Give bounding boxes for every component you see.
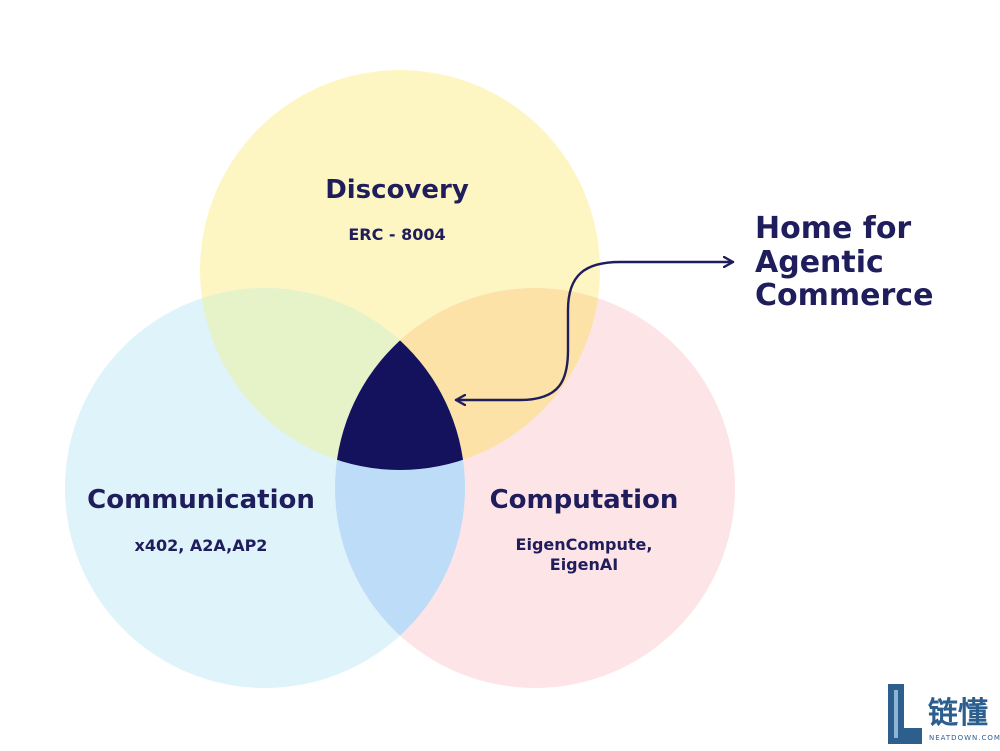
callout-line-1: Home for bbox=[755, 211, 911, 246]
communication-title: Communication bbox=[87, 485, 315, 515]
computation-subtitle-line-1: EigenCompute, bbox=[516, 535, 653, 554]
watermark-l-icon bbox=[888, 684, 922, 744]
discovery-title: Discovery bbox=[325, 175, 469, 205]
watermark-logo: 链懂 NEATDOWN.COM bbox=[888, 684, 1000, 744]
computation-title: Computation bbox=[490, 485, 679, 515]
callout-line-2: Agentic bbox=[755, 245, 884, 280]
center-overlap bbox=[335, 288, 465, 470]
watermark-sub: NEATDOWN.COM bbox=[929, 734, 1000, 742]
watermark-brand: 链懂 bbox=[928, 696, 988, 731]
callout-arrow bbox=[454, 262, 735, 400]
discovery-subtitle: ERC - 8004 bbox=[348, 225, 445, 244]
communication-subtitle: x402, A2A,AP2 bbox=[135, 536, 268, 555]
callout-line-3: Commerce bbox=[755, 278, 933, 313]
computation-subtitle-line-2: EigenAI bbox=[550, 555, 618, 574]
